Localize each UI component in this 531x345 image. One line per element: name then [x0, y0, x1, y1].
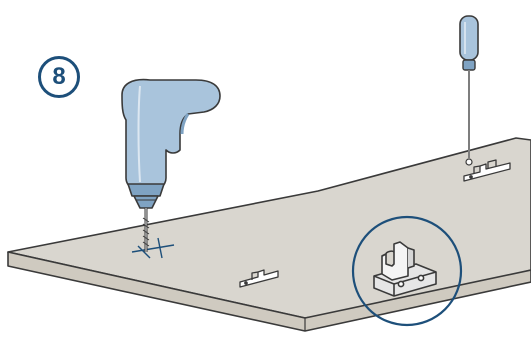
step-number-badge: 8 [38, 56, 80, 98]
step-number: 8 [52, 63, 65, 91]
screwdriver-icon [460, 16, 478, 165]
